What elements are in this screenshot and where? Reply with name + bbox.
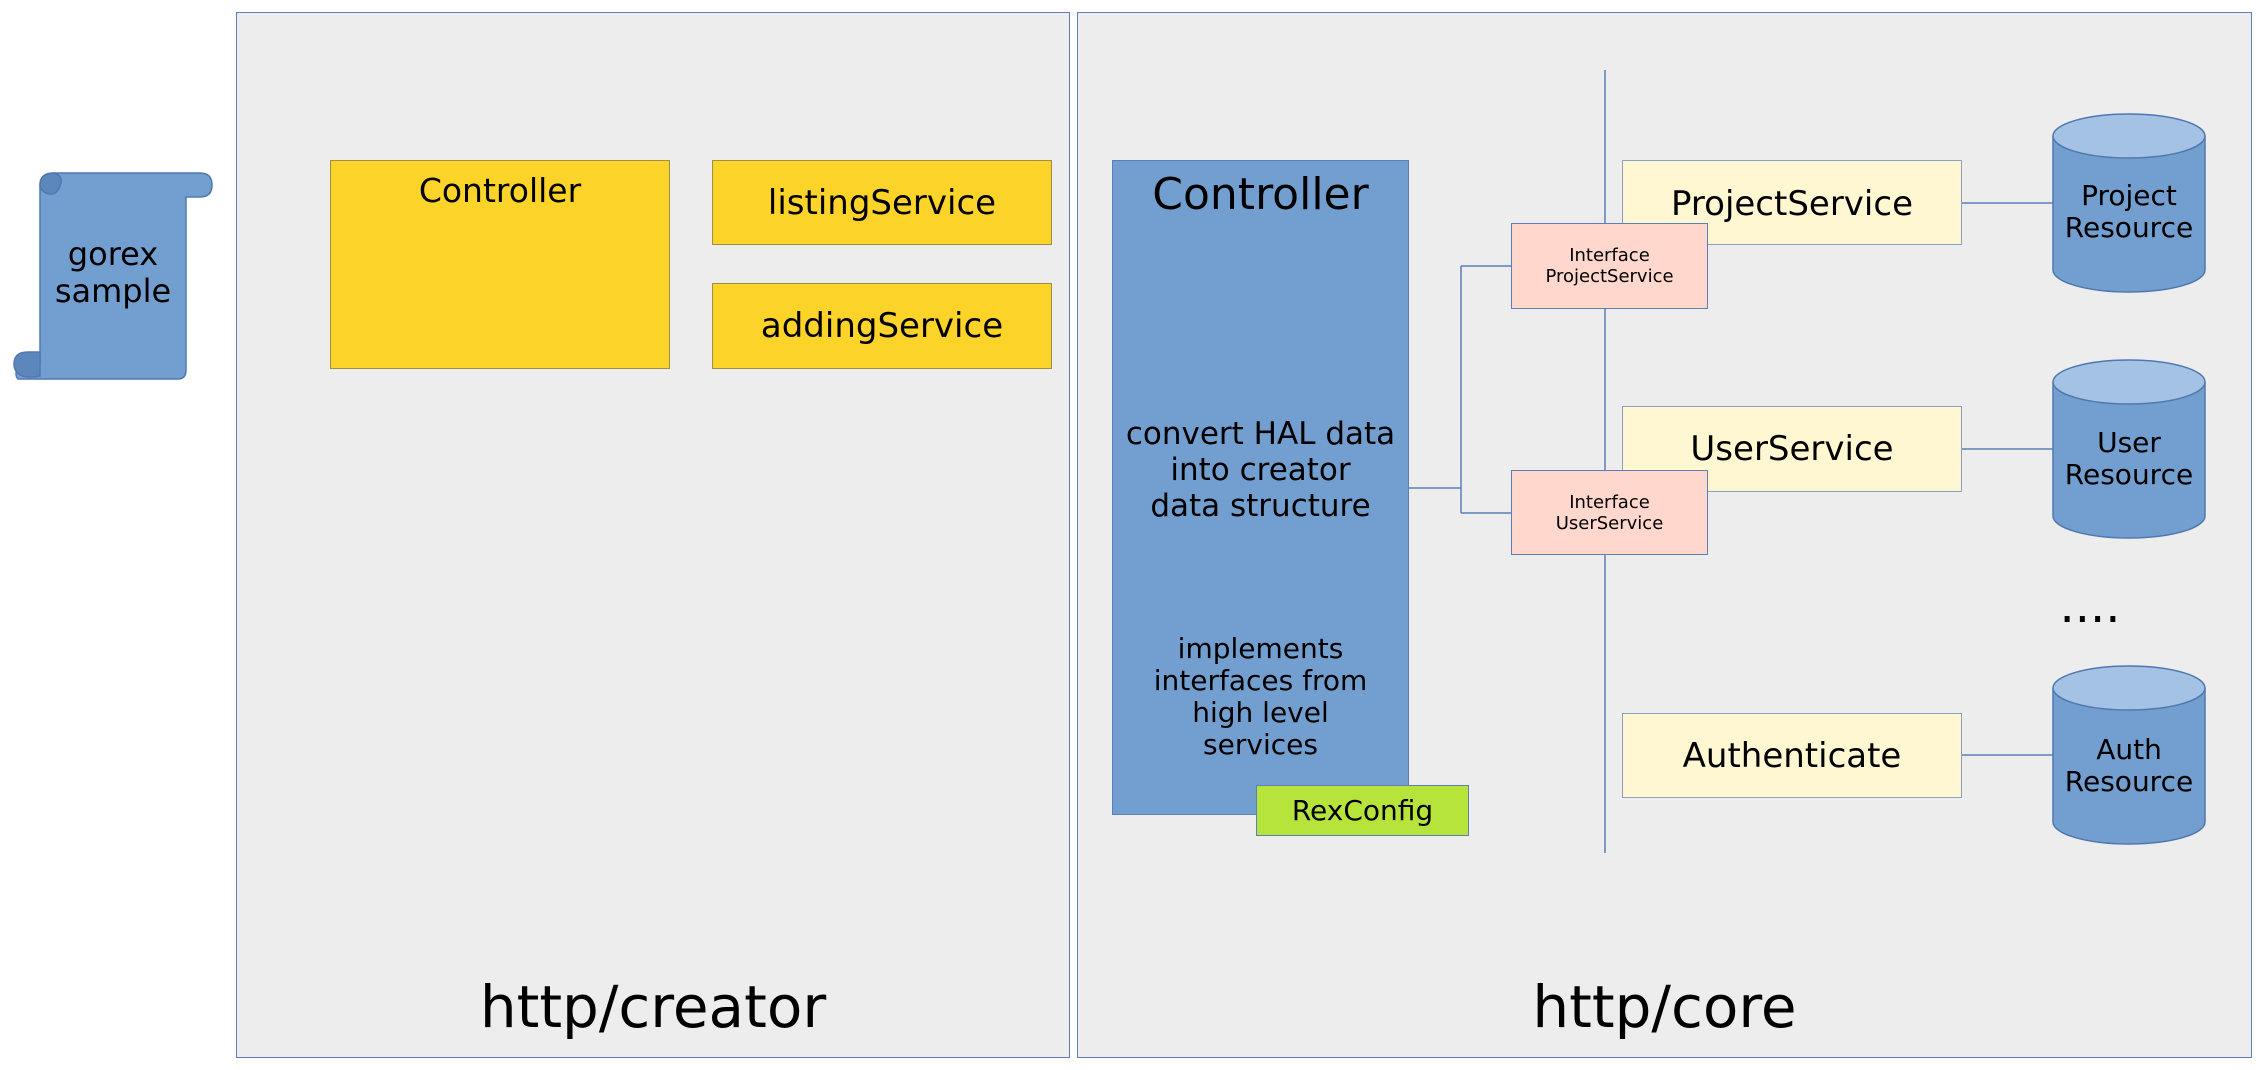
user-resource-cylinder — [2052, 359, 2206, 539]
creator-controller-label: Controller — [418, 171, 582, 210]
auth-resource-cylinder — [2052, 665, 2206, 845]
core-controller-label: Controller — [1152, 169, 1369, 220]
convert-label: convert HAL data into creator data struc… — [1125, 416, 1396, 524]
core-controller-box: Controller convert HAL data into creator… — [1112, 160, 1409, 815]
project-resource-label: Project Resource — [2064, 179, 2194, 244]
user-resource-label: User Resource — [2064, 426, 2194, 491]
project-resource-cylinder — [2052, 113, 2206, 293]
creator-controller-box: Controller — [330, 160, 670, 369]
authenticate-box: Authenticate — [1622, 713, 1962, 798]
auth-resource-label: Auth Resource — [2064, 733, 2194, 798]
implements-label: implements interfaces from high level se… — [1153, 632, 1368, 761]
scroll-shape — [13, 172, 213, 380]
listing-service-box: listingService — [712, 160, 1052, 245]
rexconfig-box: RexConfig — [1256, 785, 1469, 836]
user-service-box: UserService — [1622, 406, 1962, 492]
ellipsis-label: .... — [2059, 578, 2121, 634]
interface-user-service-box: Interface UserService — [1511, 470, 1708, 555]
interface-project-service-box: Interface ProjectService — [1511, 223, 1708, 309]
scroll-label: gorex sample — [54, 235, 172, 310]
core-panel-title: http/core — [1532, 973, 1797, 1041]
creator-panel-title: http/creator — [479, 973, 827, 1041]
adding-service-box: addingService — [712, 283, 1052, 369]
